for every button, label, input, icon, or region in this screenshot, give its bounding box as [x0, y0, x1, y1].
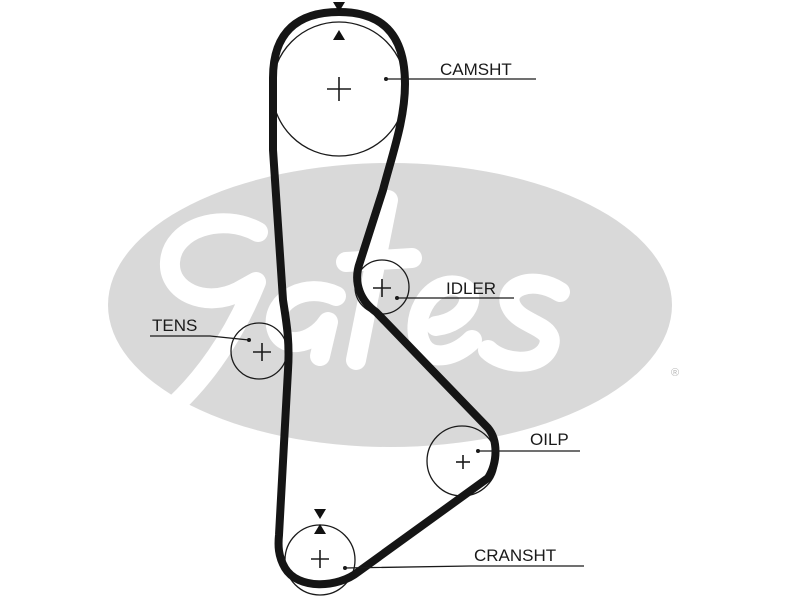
logo-letter-a: [265, 281, 346, 366]
gates-logo-watermark: ®: [108, 163, 679, 447]
crankshaft-leader: [344, 565, 584, 569]
pulley-center-marks: [253, 77, 470, 568]
crankshaft-timing-arrow-outer: [314, 509, 326, 519]
camshaft-timing-arrow-outer: [333, 2, 345, 12]
tensioner-label: TENS: [152, 316, 197, 335]
oil-pump-label: OILP: [530, 430, 569, 449]
camshaft-center-cross: [327, 77, 351, 101]
crankshaft-label: CRANSHT: [474, 546, 556, 565]
crankshaft-timing-arrow-inner: [314, 524, 326, 534]
timing-belt: [269, 8, 500, 589]
idler-label: IDLER: [446, 279, 496, 298]
logo-letter-g: [160, 213, 268, 414]
logo-letter-s: [478, 273, 570, 372]
logo-letter-e: [407, 275, 482, 366]
tensioner-center-cross: [253, 343, 271, 361]
leader-lines: [150, 77, 584, 570]
tensioner-leader: [150, 335, 250, 341]
registered-mark: ®: [671, 367, 679, 379]
timing-marks: [314, 2, 345, 534]
idler-center-cross: [373, 279, 391, 297]
camshaft-timing-arrow-inner: [333, 30, 345, 40]
oil-pump-center-cross: [456, 455, 470, 469]
pulley-labels: CAMSHT IDLER TENS OILP CRANSHT: [152, 60, 569, 565]
crankshaft-center-cross: [311, 550, 329, 568]
camshaft-label: CAMSHT: [440, 60, 512, 79]
